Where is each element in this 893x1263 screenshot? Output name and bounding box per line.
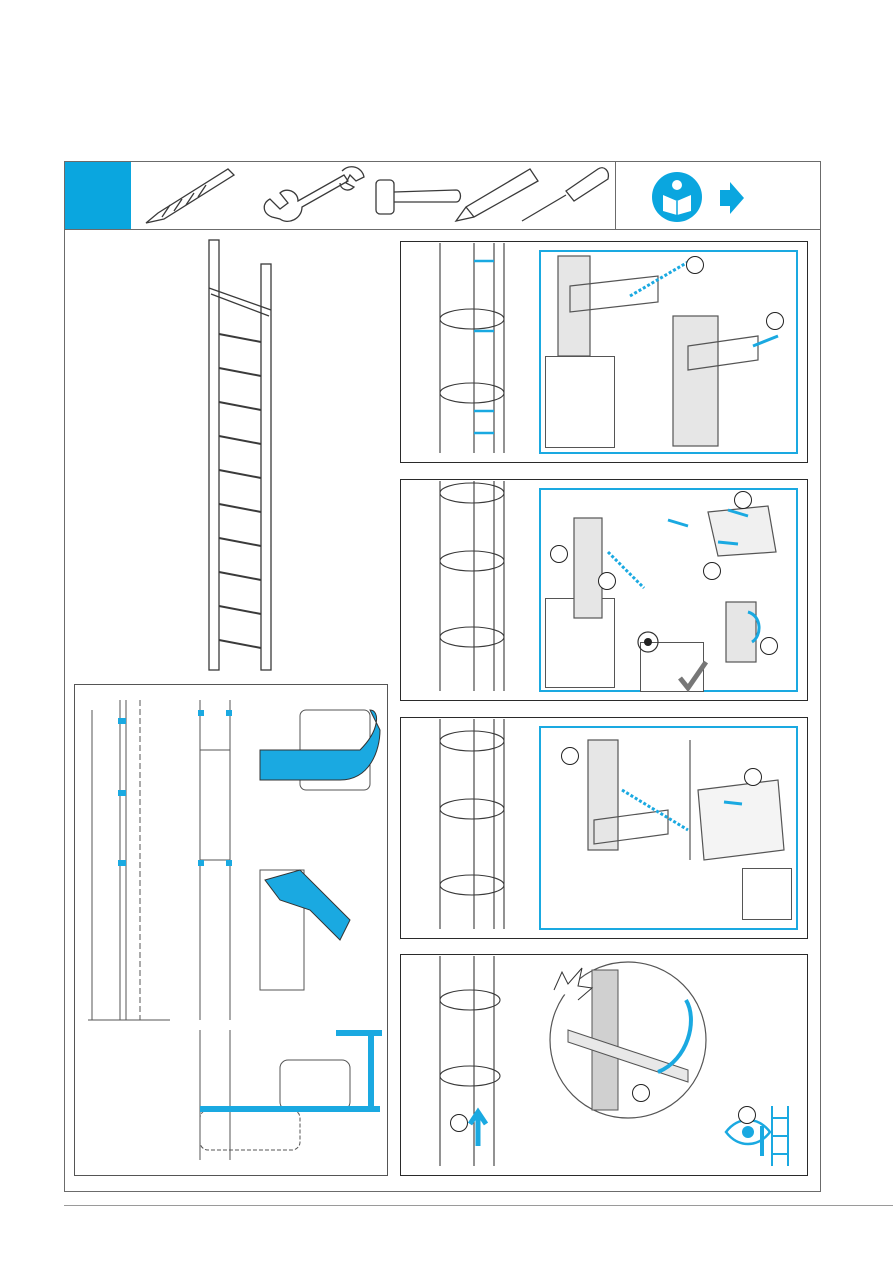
screwdriver-icon — [518, 165, 613, 225]
mallet-icon — [374, 178, 464, 218]
rung-drill-detail — [548, 256, 793, 448]
cage-ladder-3 — [436, 719, 526, 937]
callout-1b — [766, 312, 784, 330]
ladder-rung — [219, 402, 261, 410]
ladder-overview — [195, 238, 285, 674]
handle-detail — [548, 730, 793, 926]
ladder-rung — [219, 606, 261, 614]
callout-1a — [686, 256, 704, 274]
callout-4c — [632, 1084, 650, 1102]
cage-ladder-2 — [436, 481, 526, 699]
tools-divider — [615, 162, 616, 229]
open-end-wrench-icon — [258, 163, 368, 227]
read-manual-icon — [651, 171, 703, 223]
callout-3b — [744, 768, 762, 786]
ladder-rung — [219, 436, 261, 444]
callout-4b — [738, 1106, 756, 1124]
step-tab — [65, 162, 131, 229]
callout-2e — [760, 637, 778, 655]
callout-4a — [450, 1114, 468, 1132]
drill-bit-icon — [140, 165, 240, 227]
callout-2a — [550, 545, 568, 563]
ladder-rung — [219, 470, 261, 478]
ladder-rung — [219, 368, 261, 376]
ladder-rung — [219, 538, 261, 546]
footer-rule — [64, 1205, 893, 1206]
callout-2b — [598, 572, 616, 590]
ladder-rung — [219, 572, 261, 580]
cage-ladder-1 — [436, 243, 526, 461]
bracket-detail — [548, 492, 793, 688]
dimension-drawings — [80, 690, 385, 1172]
ladder-rung — [219, 640, 261, 648]
zoom-circle — [538, 960, 718, 1120]
callout-3a — [561, 747, 579, 765]
callout-2c — [734, 491, 752, 509]
ladder-rung — [219, 504, 261, 512]
callout-2d — [703, 562, 721, 580]
cage-ladder-4 — [436, 956, 526, 1174]
arrow-right-icon — [718, 180, 746, 216]
ladder-rung — [219, 334, 261, 342]
eye-check-icon — [722, 1106, 792, 1170]
